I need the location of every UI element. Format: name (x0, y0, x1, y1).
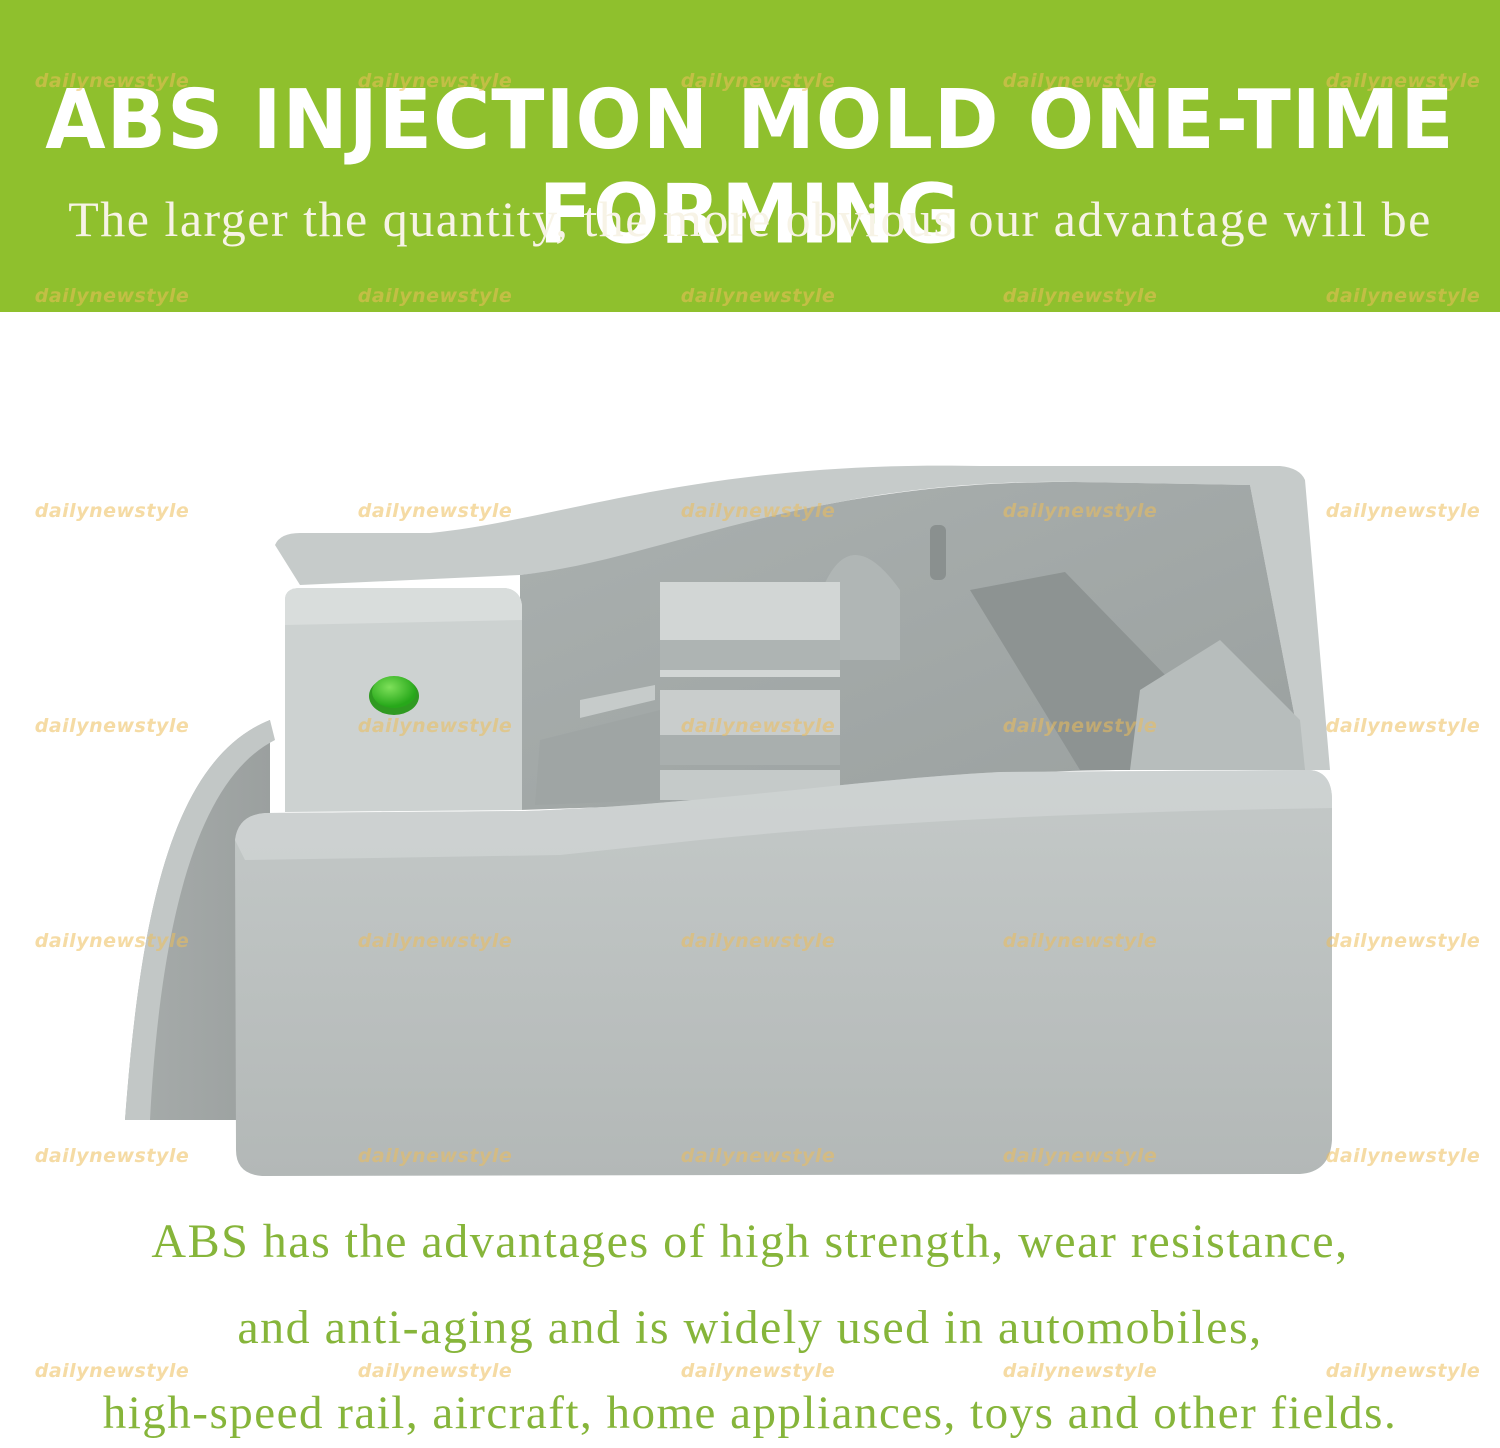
watermark: dailynewstyle (1325, 285, 1481, 307)
watermark: dailynewstyle (357, 715, 513, 737)
watermark: dailynewstyle (1325, 1145, 1481, 1167)
watermark: dailynewstyle (1002, 1360, 1158, 1382)
watermark: dailynewstyle (357, 930, 513, 952)
watermark: dailynewstyle (1002, 715, 1158, 737)
watermark: dailynewstyle (680, 930, 836, 952)
watermark: dailynewstyle (680, 1360, 836, 1382)
product-image (125, 465, 1332, 1176)
header-banner: ABS INJECTION MOLD ONE-TIME FORMING The … (0, 0, 1500, 312)
watermark: dailynewstyle (34, 500, 190, 522)
description-line-3: high-speed rail, aircraft, home applianc… (102, 1387, 1398, 1439)
watermark: dailynewstyle (34, 1145, 190, 1167)
watermark: dailynewstyle (357, 500, 513, 522)
description-line-2: and anti-aging and is widely used in aut… (237, 1301, 1263, 1354)
banner-subtitle: The larger the quantity, the more obviou… (68, 191, 1432, 247)
watermark: dailynewstyle (34, 715, 190, 737)
banner-title: ABS INJECTION MOLD ONE-TIME FORMING (45, 73, 1455, 263)
watermark: dailynewstyle (1325, 500, 1481, 522)
watermark: dailynewstyle (357, 70, 513, 92)
watermark: dailynewstyle (1002, 285, 1158, 307)
watermark: dailynewstyle (680, 715, 836, 737)
watermark: dailynewstyle (34, 1360, 190, 1382)
watermark: dailynewstyle (357, 1145, 513, 1167)
watermark: dailynewstyle (1002, 500, 1158, 522)
watermark: dailynewstyle (357, 1360, 513, 1382)
watermark: dailynewstyle (680, 1145, 836, 1167)
watermark: dailynewstyle (680, 500, 836, 522)
watermark: dailynewstyle (680, 285, 836, 307)
watermark: dailynewstyle (1002, 70, 1158, 92)
top-rim (275, 465, 1330, 770)
watermark: dailynewstyle (1325, 1360, 1481, 1382)
watermark: dailynewstyle (357, 285, 513, 307)
watermark: dailynewstyle (680, 70, 836, 92)
watermark: dailynewstyle (1325, 70, 1481, 92)
watermark: dailynewstyle (34, 285, 190, 307)
watermark: dailynewstyle (1325, 930, 1481, 952)
left-support (125, 720, 270, 1120)
watermark: dailynewstyle (1325, 715, 1481, 737)
watermark: dailynewstyle (1002, 930, 1158, 952)
description-line-1: ABS has the advantages of high strength,… (151, 1215, 1349, 1268)
watermark: dailynewstyle (1002, 1145, 1158, 1167)
watermark: dailynewstyle (34, 930, 190, 952)
front-wall (235, 770, 1332, 1176)
watermark: dailynewstyle (34, 70, 190, 92)
